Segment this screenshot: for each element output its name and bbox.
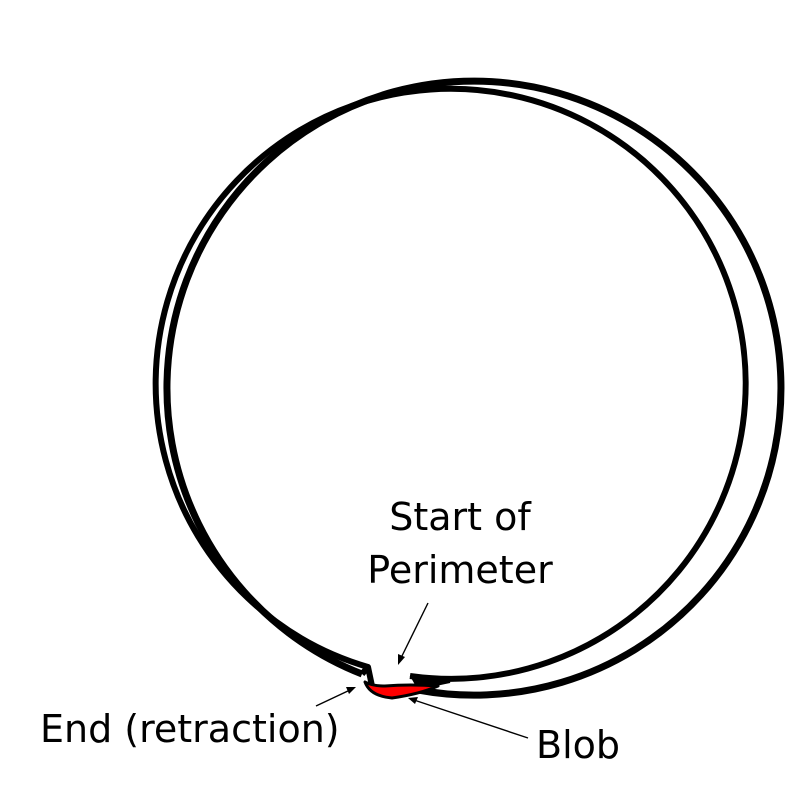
outer-perimeter-wall [163, 77, 785, 699]
blob-shape [363, 680, 440, 700]
end-retraction-label: End (retraction) [40, 707, 340, 751]
blob-label: Blob [536, 723, 620, 767]
perimeter-seam [359, 664, 375, 687]
arrow-start-of-perimeter [398, 602, 429, 665]
arrow-blob [408, 697, 529, 739]
inner-perimeter-wall [152, 85, 749, 682]
start-of-perimeter-label-line1: Start of [389, 495, 532, 539]
arrow-end-retraction [315, 687, 356, 707]
start-of-perimeter-label-line2: Perimeter [367, 548, 553, 592]
